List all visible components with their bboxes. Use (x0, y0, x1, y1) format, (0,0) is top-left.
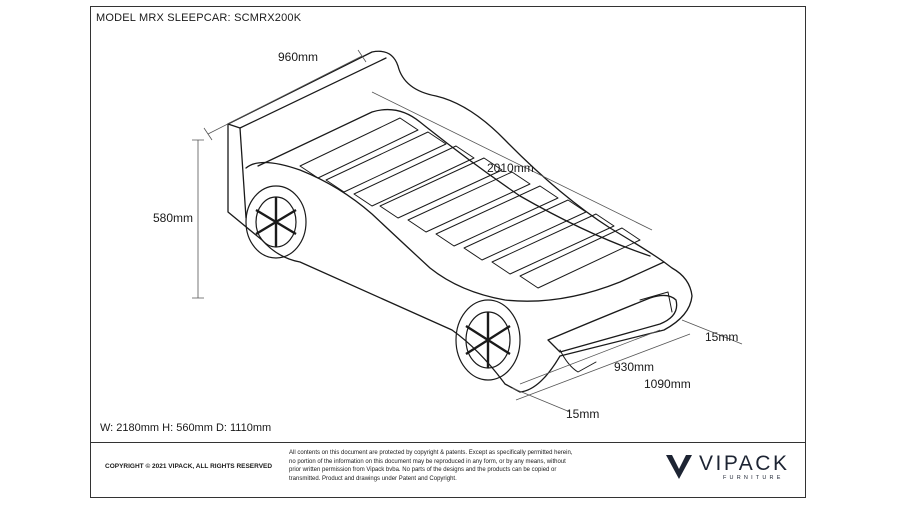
dimension-1090: 1090mm (644, 377, 691, 391)
side-panel-curve (245, 161, 665, 302)
dim-line-15-bottom (511, 387, 571, 413)
dimension-930: 930mm (614, 360, 655, 374)
dim-line-15-right (681, 319, 743, 345)
wheel-rear (245, 185, 307, 259)
drawing-sheet-frame (90, 6, 806, 498)
legal-notice: All contents on this document are protec… (289, 449, 619, 483)
bed-outline (227, 50, 693, 393)
front-grille (547, 294, 678, 353)
legal-line: All contents on this document are protec… (289, 450, 573, 456)
headboard-top (227, 57, 387, 129)
brand-name: VIPACK (699, 452, 790, 475)
dim-line-2010 (371, 91, 653, 231)
dimension-15-bottom: 15mm (566, 407, 600, 421)
vipack-logo-mark-icon (666, 454, 692, 479)
dimension-15-right: 15mm (705, 330, 739, 344)
legal-line: no portion of the information on this do… (289, 458, 566, 465)
dimension-580: 580mm (153, 211, 194, 225)
dimension-960: 960mm (278, 50, 319, 64)
vipack-logo: VIPACK FURNITURE (665, 452, 801, 482)
brand-tagline: FURNITURE (723, 475, 784, 481)
dim-line-1090 (515, 333, 691, 401)
bed-slats (299, 117, 641, 289)
wheel-front (455, 299, 521, 381)
legal-line: transmitted. Product and drawings under … (289, 475, 457, 482)
dim-line-960 (207, 55, 363, 135)
model-title: MODEL MRX SLEEPCAR: SCMRX200K (96, 12, 302, 24)
inner-rail (257, 108, 651, 257)
dimension-2010: 2010mm (487, 161, 534, 175)
legal-line: prior written permission from Vipack bvb… (289, 467, 557, 473)
overall-dimensions: W: 2180mm H: 560mm D: 1110mm (100, 422, 272, 434)
copyright-notice: COPYRIGHT © 2021 VIPACK, ALL RIGHTS RESE… (105, 463, 273, 470)
headboard-face (239, 127, 247, 219)
footer-divider (90, 442, 806, 443)
dim-line-930 (519, 329, 661, 385)
